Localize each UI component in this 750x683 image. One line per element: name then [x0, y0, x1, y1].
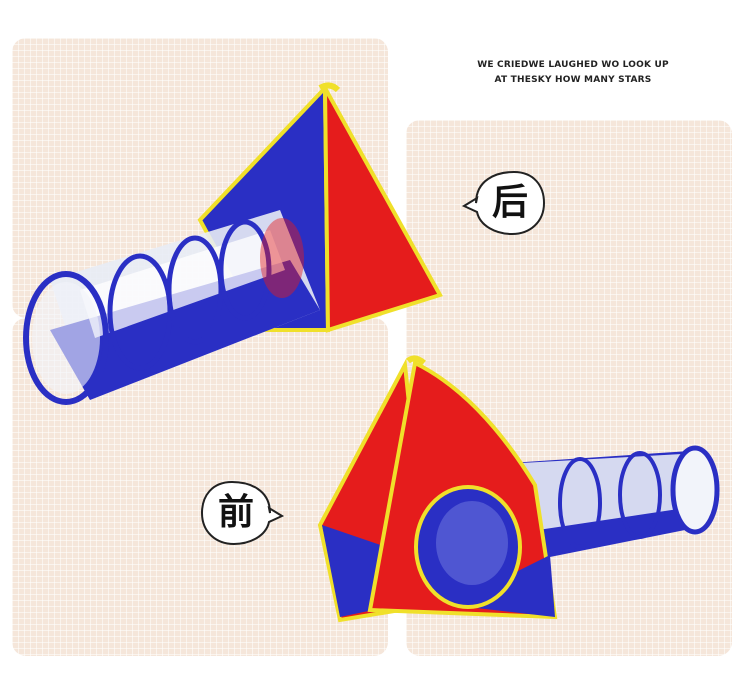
caption-line-1: WE CRIEDWE LAUGHED WO LOOK UP	[477, 60, 669, 70]
tent-front-view-image	[317, 355, 720, 623]
back-label-text: 后	[491, 182, 528, 223]
tent-back-view-image	[23, 82, 443, 405]
caption-line-2: AT THESKY HOW MANY STARS	[494, 75, 652, 85]
back-label-bubble: 后	[462, 168, 546, 238]
caption-text: WE CRIEDWE LAUGHED WO LOOK UP AT THESKY …	[468, 58, 678, 88]
front-label-bubble: 前	[200, 478, 284, 548]
front-label-text: 前	[217, 492, 254, 533]
